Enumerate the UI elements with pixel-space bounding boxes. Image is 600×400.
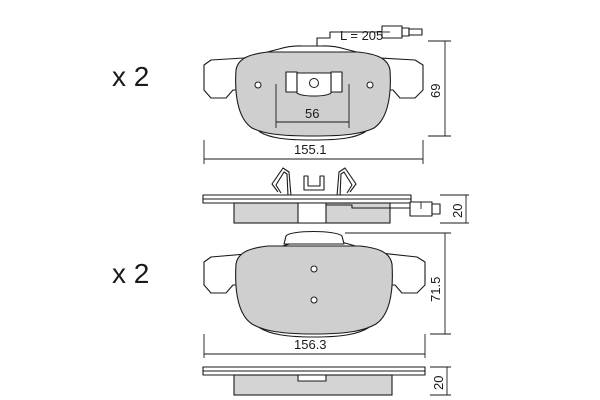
pad1-left-hole bbox=[254, 81, 262, 89]
pad2-top-tab bbox=[283, 230, 345, 245]
pad2-lower-hole bbox=[310, 296, 318, 304]
pad2-face-view: 156.3 71.5 bbox=[203, 230, 451, 358]
pad1-thickness-label: 20 bbox=[450, 204, 465, 218]
pad1-clip-spacing-dimension: 56 bbox=[275, 84, 350, 128]
pad2-height-label: 71.5 bbox=[428, 277, 443, 302]
pad1-clip-rivet bbox=[309, 78, 319, 88]
pad2-side-view: 20 bbox=[202, 366, 451, 396]
pad2-width-label: 156.3 bbox=[294, 337, 327, 352]
pad1-right-hole bbox=[366, 81, 374, 89]
pad1-spring-right bbox=[336, 167, 357, 197]
pad2-friction-material bbox=[235, 245, 393, 335]
pad1-height-dimension: 69 bbox=[428, 40, 451, 137]
pad2-upper-hole bbox=[310, 265, 318, 273]
pad2-height-dimension: 71.5 bbox=[345, 232, 451, 335]
pad1-retaining-clip bbox=[285, 71, 298, 93]
pad1-height-label: 69 bbox=[428, 84, 443, 98]
pad1-face-view: L = 205 56 155.1 69 bbox=[203, 25, 451, 164]
pad2-thickness-label: 20 bbox=[431, 376, 446, 390]
pad1-wire-length-label: L = 205 bbox=[340, 28, 383, 43]
pad2-width-dimension: 156.3 bbox=[203, 334, 426, 358]
pad1-side-view: 20 bbox=[202, 167, 469, 224]
pad1-width-dimension: 155.1 bbox=[203, 140, 424, 164]
pad1-sensor-wire bbox=[316, 31, 382, 46]
pad1-width-label: 155.1 bbox=[294, 142, 327, 157]
pad1-thickness-dimension: 20 bbox=[440, 194, 469, 224]
pad1-quantity-label: x 2 bbox=[112, 61, 149, 92]
pad2-thickness-dimension: 20 bbox=[430, 366, 451, 396]
pad1-spring-left bbox=[271, 167, 292, 197]
pad1-clip-spacing-label: 56 bbox=[305, 106, 319, 121]
pad2-quantity-label: x 2 bbox=[112, 258, 149, 289]
pad1-side-clip bbox=[303, 175, 325, 191]
